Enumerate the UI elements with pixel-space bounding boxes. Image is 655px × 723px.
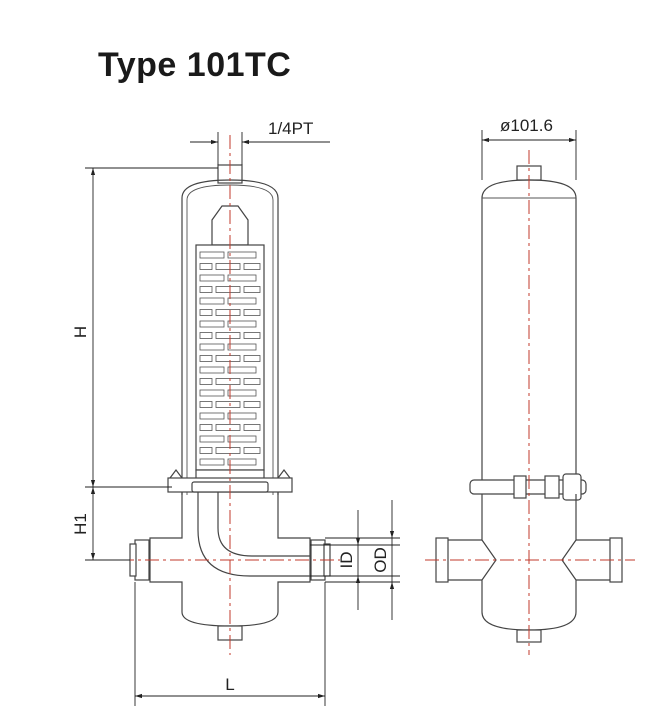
element-slots xyxy=(199,251,261,466)
element-slot xyxy=(199,378,213,385)
element-slot xyxy=(199,274,225,282)
element-slot xyxy=(215,424,241,431)
element-slot xyxy=(199,424,213,431)
height-label: H xyxy=(71,326,90,338)
element-slot xyxy=(199,343,225,351)
length-label: L xyxy=(225,675,234,694)
element-slot xyxy=(243,424,261,431)
h1-label: H1 xyxy=(71,513,90,535)
element-slot xyxy=(199,297,225,305)
element-slot xyxy=(243,447,261,454)
element-slot xyxy=(227,389,257,397)
dimensions-right xyxy=(481,130,577,180)
element-slot xyxy=(199,389,225,397)
element-slot xyxy=(215,332,241,339)
section-view xyxy=(120,135,340,655)
od-label: OD xyxy=(371,547,390,573)
element-slot xyxy=(199,320,225,328)
element-slot xyxy=(215,309,241,316)
element-slot xyxy=(243,332,261,339)
element-slot xyxy=(243,286,261,293)
exterior-view xyxy=(425,150,635,655)
element-slot xyxy=(215,447,241,454)
element-slot xyxy=(243,378,261,385)
element-slot xyxy=(215,401,241,408)
element-slot xyxy=(199,447,213,454)
element-slot xyxy=(199,332,213,339)
element-slot xyxy=(199,309,213,316)
element-slot xyxy=(199,458,225,466)
element-slot xyxy=(243,309,261,316)
element-slot xyxy=(215,378,241,385)
diameter-label: ø101.6 xyxy=(500,116,553,135)
id-label: ID xyxy=(337,552,356,569)
element-slot xyxy=(199,251,225,259)
element-slot xyxy=(227,366,257,374)
element-slot xyxy=(227,343,257,351)
element-slot xyxy=(227,458,257,466)
element-slot xyxy=(199,366,225,374)
element-slot xyxy=(227,274,257,282)
element-slot xyxy=(227,435,257,443)
dimensions-left xyxy=(85,132,400,706)
element-slot xyxy=(199,435,225,443)
element-slot xyxy=(199,412,225,420)
element-slot xyxy=(199,263,213,270)
element-slot xyxy=(227,412,257,420)
element-slot xyxy=(227,320,257,328)
element-slot xyxy=(215,263,241,270)
element-slot xyxy=(215,355,241,362)
element-slot xyxy=(199,355,213,362)
element-slot xyxy=(199,401,213,408)
element-slot xyxy=(243,355,261,362)
element-slot xyxy=(227,297,257,305)
element-slot xyxy=(243,263,261,270)
element-slot xyxy=(215,286,241,293)
element-slot xyxy=(227,251,257,259)
element-slot xyxy=(199,286,213,293)
element-slot xyxy=(243,401,261,408)
diagram-title: Type 101TC xyxy=(98,46,292,84)
port-size-label: 1/4PT xyxy=(268,119,313,138)
inlet-tube xyxy=(197,492,310,577)
